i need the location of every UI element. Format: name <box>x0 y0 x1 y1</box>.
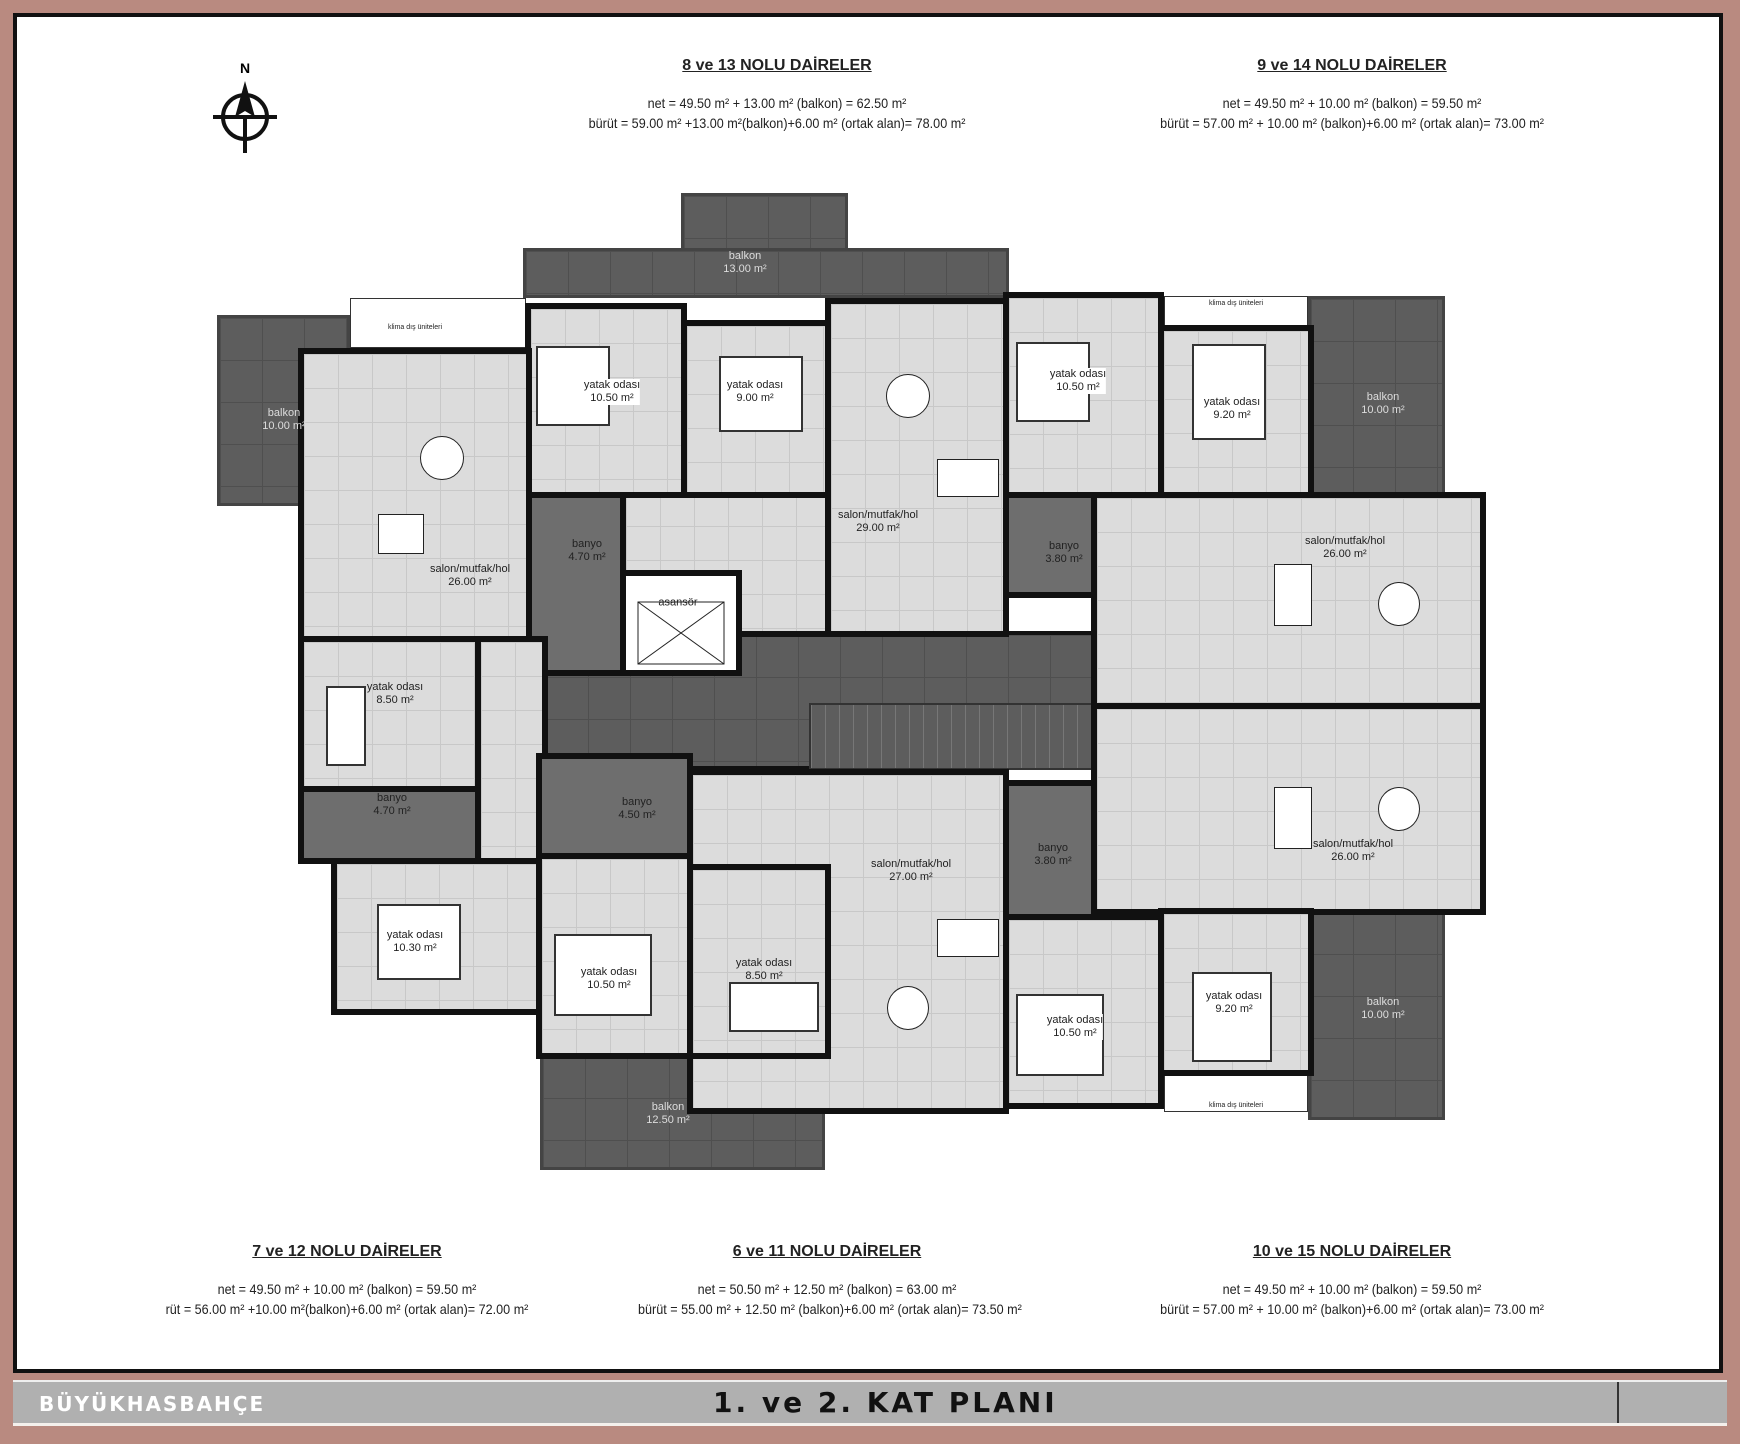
dining-table <box>937 919 999 957</box>
north-label: N <box>240 60 250 76</box>
round-table <box>1378 582 1420 626</box>
round-table <box>887 986 929 1030</box>
room-bathroom <box>536 753 693 859</box>
dining-table <box>1274 564 1312 626</box>
unit-gross-area: rüt = 56.00 m² +10.00 m²(balkon)+6.00 m²… <box>165 1301 529 1317</box>
bed <box>1192 344 1266 440</box>
dining-table <box>378 514 424 554</box>
round-table <box>1378 787 1420 831</box>
unit-title: 8 ve 13 NOLU DAİRELER <box>682 57 872 74</box>
balcony <box>1308 909 1445 1120</box>
unit-title: 10 ve 15 NOLU DAİRELER <box>1252 1243 1452 1260</box>
unit-gross-area: bürüt = 55.00 m² + 12.50 m² (balkon)+6.0… <box>638 1301 1022 1317</box>
room-bedroom <box>331 858 543 1015</box>
dining-table <box>937 459 999 497</box>
round-table <box>420 436 464 480</box>
unit-net-area: net = 50.50 m² + 12.50 m² (balkon) = 63.… <box>697 1281 957 1297</box>
unit-8-13-info: 8 ve 13 NOLU DAİRELER net = 49.50 m² + 1… <box>567 57 987 133</box>
room-bedroom <box>298 636 481 792</box>
balcony <box>523 248 1009 298</box>
unit-gross-area: bürüt = 57.00 m² + 10.00 m² (balkon)+6.0… <box>1160 1301 1544 1317</box>
room-salon <box>298 348 532 643</box>
klima-area <box>350 298 526 348</box>
title-block: BÜYÜKHASBAHÇE 1. ve 2. KAT PLANI <box>13 1380 1727 1426</box>
unit-title: 6 ve 11 NOLU DAİRELER <box>732 1243 922 1260</box>
title-block-cell <box>1617 1382 1727 1423</box>
brand-name: BÜYÜKHASBAHÇE <box>39 1392 266 1416</box>
elevator-label: asansör <box>658 596 698 609</box>
dining-table <box>1274 787 1312 849</box>
klima-label: klima dış üniteleri <box>1208 1102 1264 1109</box>
unit-9-14-info: 9 ve 14 NOLU DAİRELER net = 49.50 m² + 1… <box>1137 57 1567 133</box>
unit-7-12-info: 7 ve 12 NOLU DAİRELER net = 49.50 m² + 1… <box>137 1243 557 1319</box>
unit-net-area: net = 49.50 m² + 10.00 m² (balkon) = 59.… <box>1222 1281 1482 1297</box>
drawing-sheet: N 8 ve 13 NOLU DAİRELER net = 49.50 m² +… <box>13 13 1723 1373</box>
staircase <box>809 703 1103 770</box>
unit-6-11-info: 6 ve 11 NOLU DAİRELER net = 50.50 m² + 1… <box>617 1243 1037 1319</box>
bed <box>326 686 366 766</box>
klima-label: klima dış üniteleri <box>387 324 443 331</box>
balcony <box>681 193 848 253</box>
unit-net-area: net = 49.50 m² + 13.00 m² (balkon) = 62.… <box>647 95 907 111</box>
unit-net-area: net = 49.50 m² + 10.00 m² (balkon) = 59.… <box>1222 95 1482 111</box>
unit-title: 9 ve 14 NOLU DAİRELER <box>1257 57 1447 74</box>
bed <box>536 346 610 426</box>
bed <box>1192 972 1272 1062</box>
unit-gross-area: bürüt = 57.00 m² + 10.00 m² (balkon)+6.0… <box>1160 115 1544 131</box>
unit-10-15-info: 10 ve 15 NOLU DAİRELER net = 49.50 m² + … <box>1137 1243 1567 1319</box>
room-bathroom <box>1003 492 1097 598</box>
bed <box>729 982 819 1032</box>
klima-label: klima dış üniteleri <box>1208 300 1264 307</box>
unit-net-area: net = 49.50 m² + 10.00 m² (balkon) = 59.… <box>217 1281 477 1297</box>
unit-gross-area: bürüt = 59.00 m² +13.00 m²(balkon)+6.00 … <box>588 115 966 131</box>
floor-plan: klima dış üniteleri klima dış üniteleri … <box>4 4 1740 1444</box>
north-arrow-icon: N <box>213 60 277 153</box>
unit-title: 7 ve 12 NOLU DAİRELER <box>252 1243 442 1260</box>
elevator <box>620 570 742 676</box>
plan-title: 1. ve 2. KAT PLANI <box>713 1386 1058 1419</box>
round-table <box>886 374 930 418</box>
